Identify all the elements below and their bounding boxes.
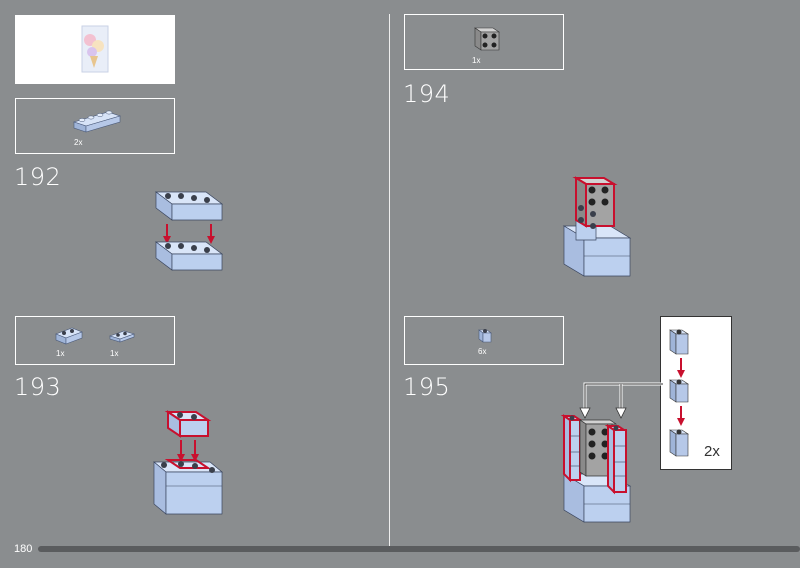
step-number-194: 194: [403, 80, 451, 108]
sub-assembly-illustration: [669, 329, 689, 457]
part-quantity: 2x: [74, 138, 83, 147]
brick-1x2-icon: [55, 327, 83, 345]
overview-thumbnail: [18, 18, 172, 81]
callout-connector: [579, 382, 663, 419]
parts-box-step-194: [404, 14, 564, 70]
parts-box-step-192: [15, 98, 175, 154]
part-quantity: 1x: [110, 349, 119, 358]
brick-1x1-icon: [478, 329, 492, 343]
brick-2x2-gray-icon: [474, 27, 500, 51]
plate-1x2-icon: [109, 330, 135, 343]
page-number: 180: [14, 543, 33, 555]
parts-box-step-193: [15, 316, 175, 365]
page-divider: [389, 14, 390, 546]
overview-model-image: [81, 25, 109, 73]
step-number-193: 193: [14, 373, 62, 401]
step-192-illustration: [154, 191, 224, 271]
sub-assembly-multiplier: 2x: [704, 443, 720, 460]
parts-box-step-195: [404, 316, 564, 365]
step-number-192: 192: [14, 163, 62, 191]
step-195-illustration: [560, 414, 632, 523]
part-quantity: 1x: [56, 349, 65, 358]
part-quantity: 1x: [472, 56, 481, 65]
part-quantity: 6x: [478, 347, 487, 356]
book-progress-bar: [38, 546, 800, 552]
step-194-illustration: [562, 176, 632, 277]
brick-1x4-icon: [72, 110, 122, 133]
step-193-illustration: [153, 410, 223, 515]
step-number-195: 195: [403, 373, 451, 401]
